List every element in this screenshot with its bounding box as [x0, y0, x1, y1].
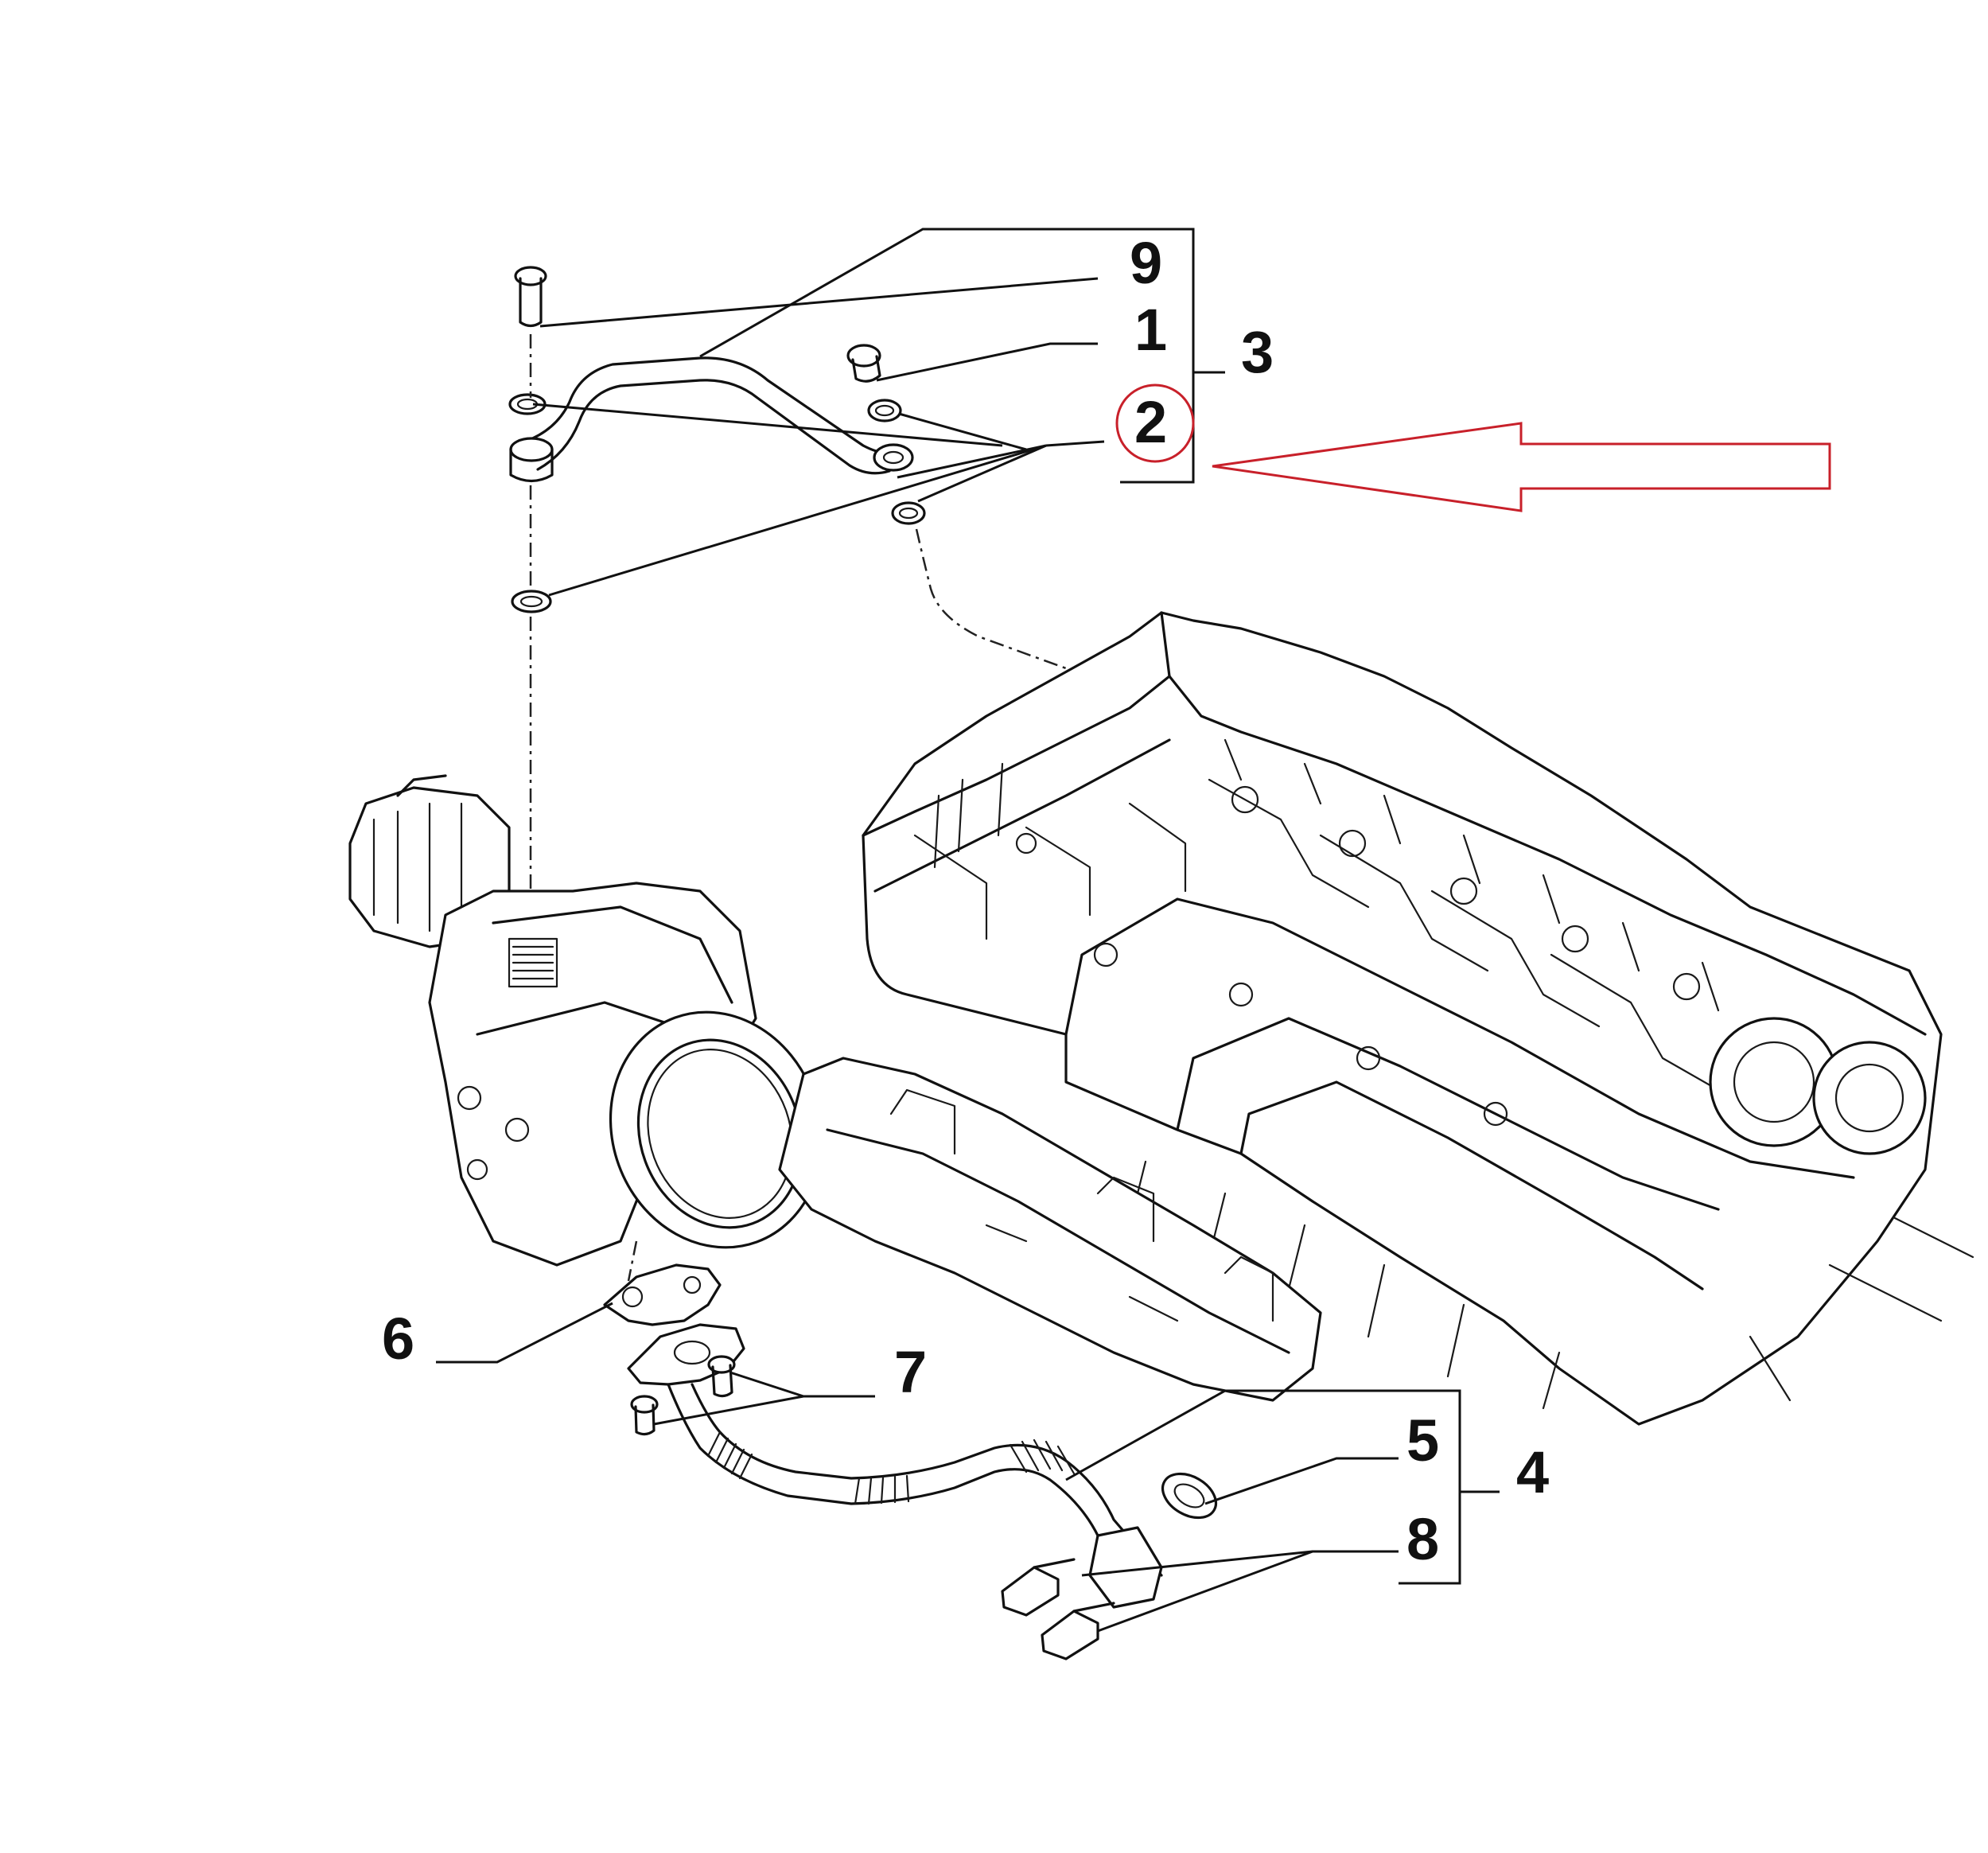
oil-pipe [509, 356, 914, 483]
upper-leader-lines [532, 228, 1225, 597]
cylinder-head [862, 611, 1974, 1426]
highlight-annotation [1115, 383, 1831, 512]
oil-pipe-assembly [508, 266, 1067, 923]
bolts-8 [1001, 1558, 1115, 1660]
highlight-circle [1115, 383, 1195, 463]
callout-8: 8 [1406, 1506, 1439, 1572]
gasket-5 [1161, 1472, 1218, 1520]
egr-intake-manifold [348, 774, 1322, 1402]
egr-pipe-assembly [603, 1263, 1218, 1660]
lower-leader-lines [436, 1302, 1500, 1633]
gasket-6 [603, 1263, 722, 1326]
sealing-washers [508, 393, 926, 613]
callout-5: 5 [1406, 1407, 1439, 1473]
callout-4: 4 [1516, 1439, 1549, 1505]
callout-1: 1 [1134, 297, 1167, 363]
callout-3: 3 [1241, 319, 1274, 385]
banjo-bolt-1 [846, 344, 881, 383]
callout-labels: 9 1 3 2 6 7 5 4 8 [382, 230, 1549, 1572]
bolts-7 [630, 1355, 736, 1436]
banjo-bolt-9 [514, 266, 547, 328]
callout-6: 6 [382, 1306, 414, 1372]
highlight-arrow [1212, 422, 1831, 512]
callout-7: 7 [894, 1339, 927, 1405]
callout-2: 2 [1134, 389, 1167, 455]
callout-9: 9 [1130, 230, 1162, 296]
